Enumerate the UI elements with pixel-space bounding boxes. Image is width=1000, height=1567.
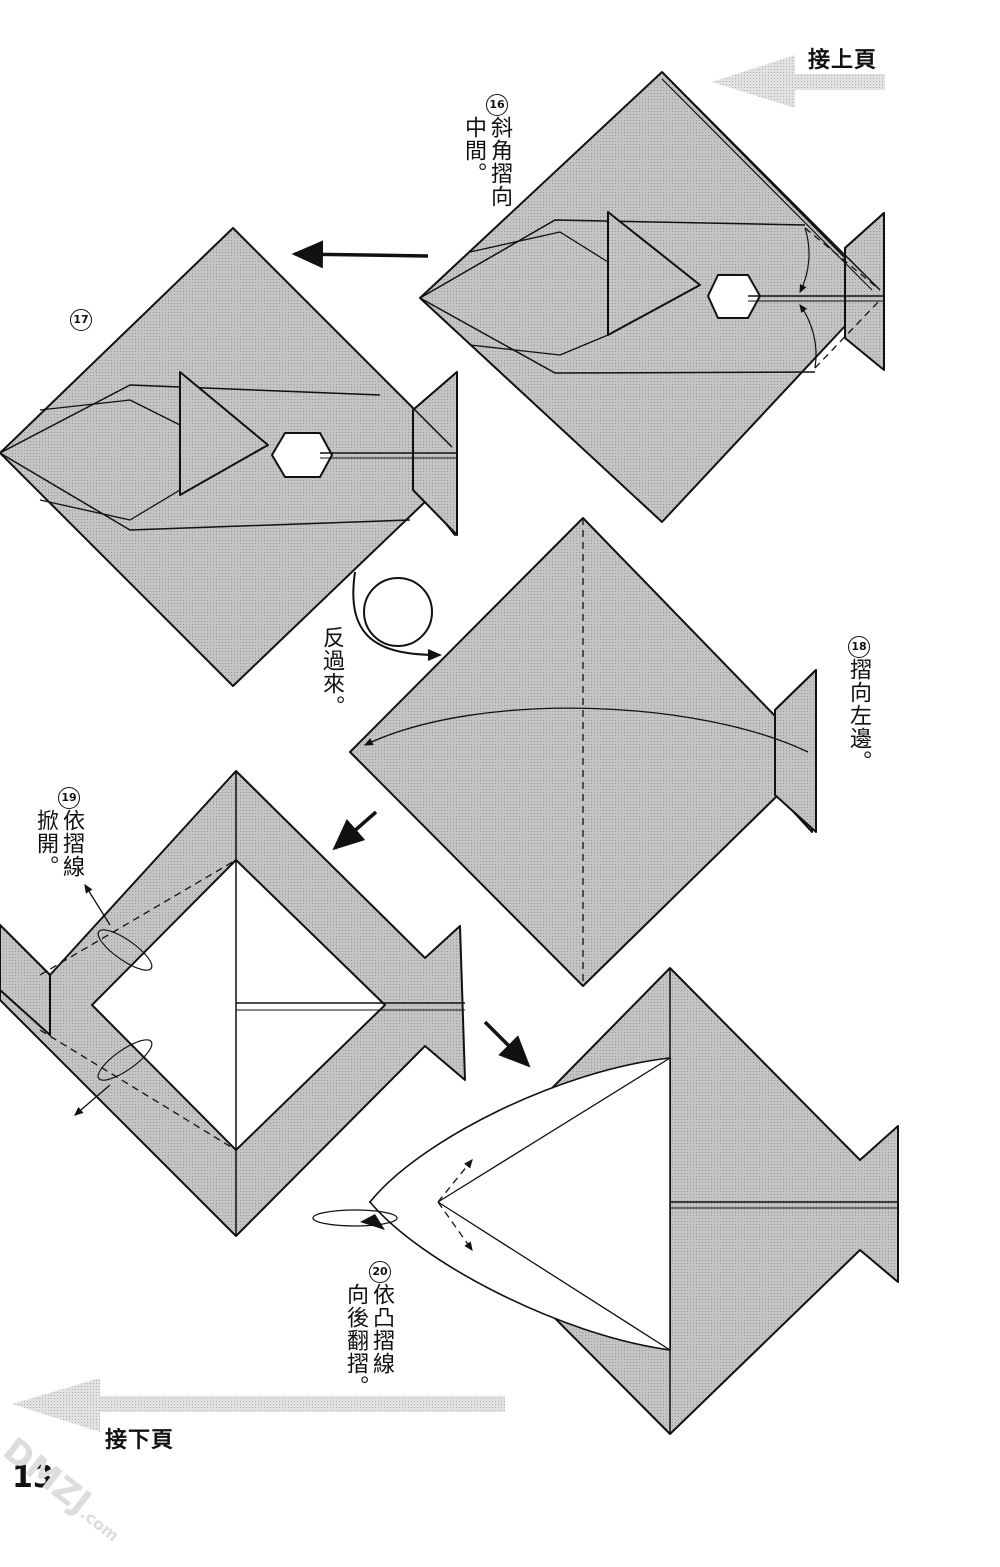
step16-instruction: 斜角摺向 中間。 xyxy=(461,116,512,208)
step20-figure xyxy=(312,967,899,1435)
step18-number: 18 xyxy=(848,636,870,658)
prev-page-label[interactable]: 接上頁 xyxy=(808,48,878,73)
step20-instruction: 依凸摺線 向後翻摺。 xyxy=(343,1283,394,1398)
step18-figure xyxy=(349,517,817,987)
prev-page-arrow xyxy=(712,55,885,108)
step19-to-20-arrow xyxy=(483,1020,531,1068)
step18-to-19-arrow xyxy=(332,810,378,851)
step17-number: 17 xyxy=(70,309,92,331)
step19-instruction: 依摺線 掀開。 xyxy=(33,809,84,878)
step18-instruction: 摺向左邊。 xyxy=(846,658,871,773)
step16-figure xyxy=(419,71,885,523)
step16-to-17-arrow xyxy=(291,240,429,269)
next-page-label[interactable]: 接下頁 xyxy=(105,1428,175,1453)
turn-over-icon xyxy=(352,571,442,661)
step16-number: 16 xyxy=(486,94,508,116)
step19-figure xyxy=(0,770,466,1237)
turn-over-note: 反過來。 xyxy=(319,626,344,718)
next-page-arrow xyxy=(12,1378,505,1432)
page-number: 13 xyxy=(12,1460,54,1495)
step17-figure xyxy=(0,227,458,687)
step20-number: 20 xyxy=(369,1261,391,1283)
step19-number: 19 xyxy=(58,787,80,809)
